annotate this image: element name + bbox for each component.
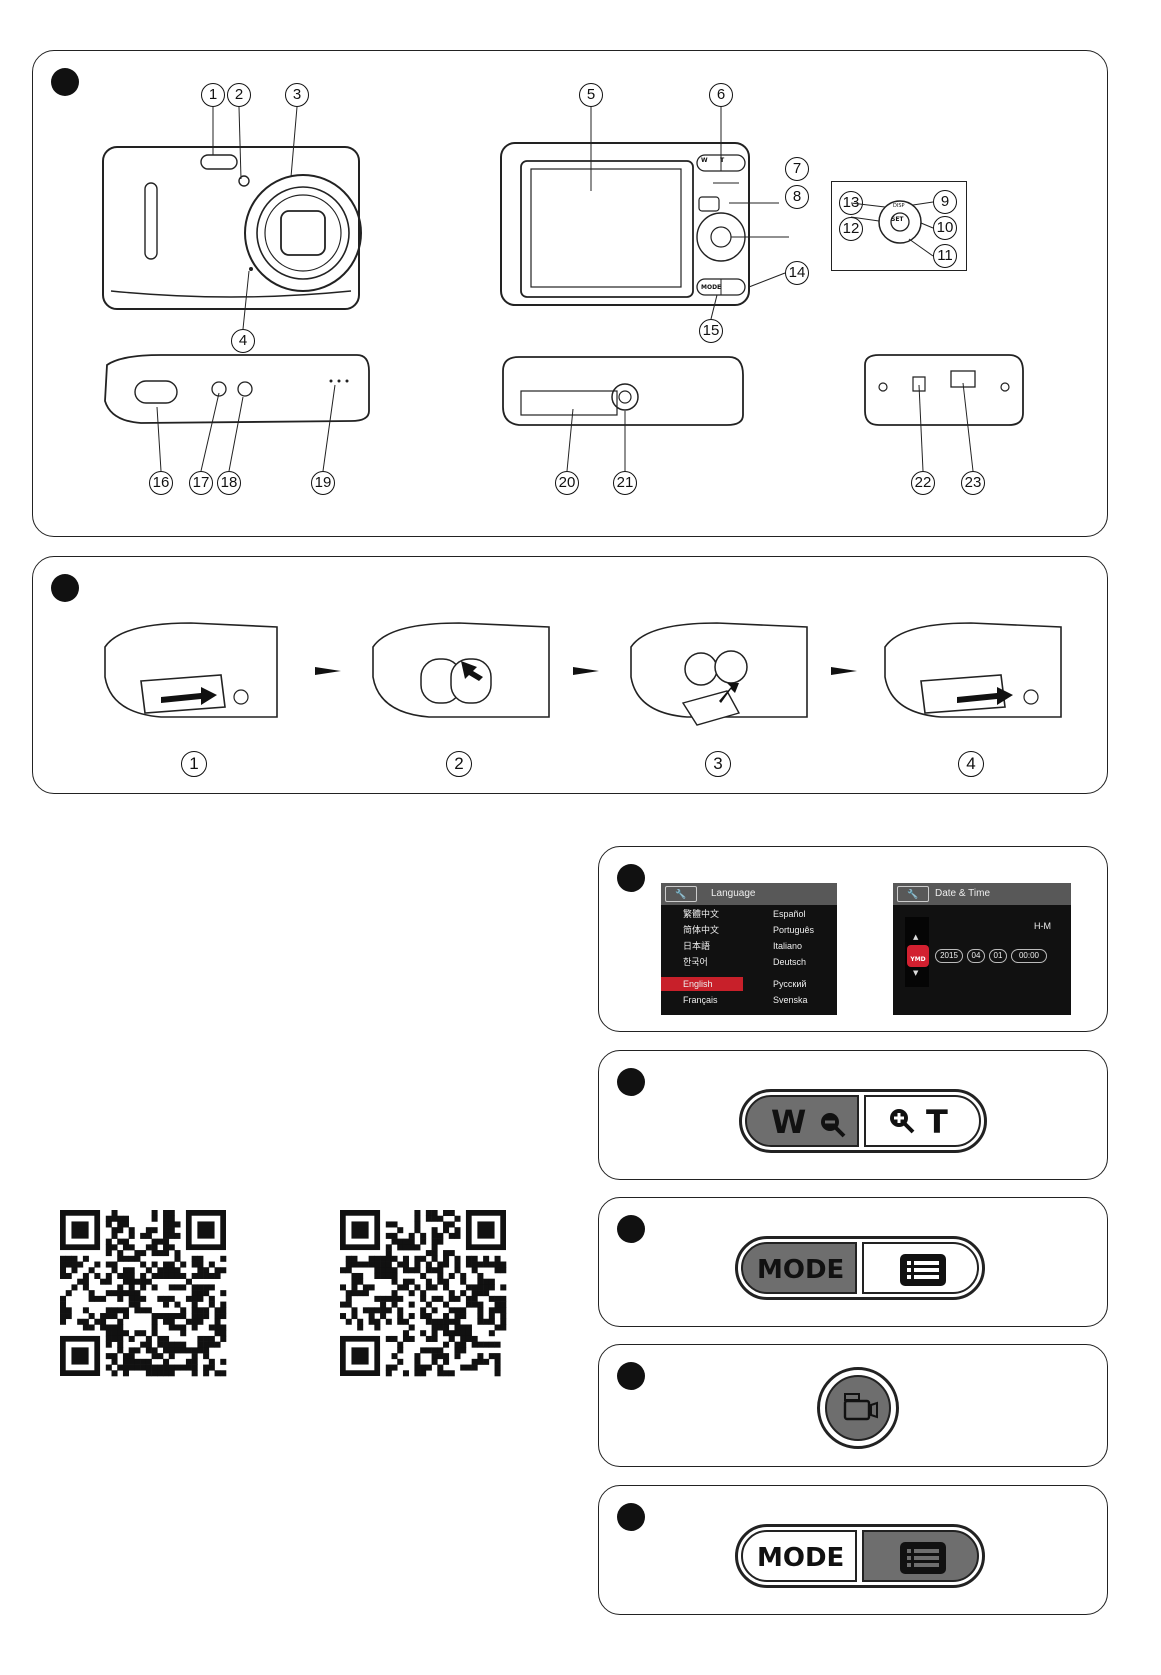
language-option[interactable]: 简体中文 [683, 923, 719, 937]
language-option-selected[interactable]: English [683, 977, 713, 991]
arrow-icon [573, 665, 599, 677]
language-screen-title: Language [711, 883, 756, 905]
zoom-button: W T [739, 1089, 987, 1153]
language-option[interactable]: Português [773, 923, 814, 937]
step-number-3: 3 [705, 751, 731, 777]
mode-button-label: MODE [757, 1543, 844, 1573]
zoom-wide-label: W [771, 1103, 806, 1141]
mode-menu-button: MODE [735, 1524, 985, 1588]
menu-button[interactable] [862, 1530, 979, 1582]
mode-button-label: MODE [757, 1255, 844, 1285]
panel-zoom: W T [598, 1050, 1108, 1180]
step-3-illustration [627, 617, 807, 725]
arrow-icon [315, 665, 341, 677]
mode-button[interactable]: MODE [741, 1242, 857, 1294]
menu-button[interactable] [862, 1242, 979, 1294]
zoom-tele-button[interactable]: T [864, 1095, 981, 1147]
section-marker [617, 1068, 645, 1096]
panel-mode-menu-b: MODE [598, 1485, 1108, 1615]
panel-initial-settings: 🔧 Language 繁體中文 简体中文 日本語 한국어 English Fra… [598, 846, 1108, 1032]
leader-lines [33, 51, 1109, 538]
language-option[interactable]: 한국어 [683, 955, 708, 969]
step-number-2: 2 [446, 751, 472, 777]
zoom-out-icon [819, 1111, 847, 1139]
menu-list-icon [900, 1254, 946, 1286]
language-option[interactable]: Español [773, 907, 806, 921]
language-option[interactable]: Deutsch [773, 955, 806, 969]
language-option[interactable]: Français [683, 993, 718, 1007]
time-field[interactable]: 00:00 [1011, 949, 1047, 963]
mode-menu-button: MODE [735, 1236, 985, 1300]
zoom-tele-label: T [926, 1103, 948, 1141]
section-marker [617, 1362, 645, 1390]
zoom-wide-button[interactable]: W [745, 1095, 859, 1147]
language-screen: 🔧 Language 繁體中文 简体中文 日本語 한국어 English Fra… [661, 883, 837, 1015]
language-screen-header: 🔧 Language [661, 883, 837, 905]
menu-list-icon [900, 1542, 946, 1574]
section-marker [617, 864, 645, 892]
date-field-year[interactable]: 2015 [935, 949, 963, 963]
step-number-1: 1 [181, 751, 207, 777]
step-2-illustration [369, 617, 549, 725]
language-option[interactable]: Русский [773, 977, 806, 991]
down-arrow-icon: ▼ [913, 969, 918, 977]
date-field-day[interactable]: 01 [989, 949, 1007, 963]
panel-battery-install: 1 2 3 4 [32, 556, 1108, 794]
panel-mode-menu-a: MODE [598, 1197, 1108, 1327]
date-time-screen-title: Date & Time [935, 883, 990, 905]
video-camera-icon [841, 1393, 881, 1423]
qr-code-left [60, 1210, 226, 1376]
wrench-icon: 🔧 [665, 886, 697, 902]
wrench-icon: 🔧 [897, 886, 929, 902]
language-option[interactable]: Italiano [773, 939, 802, 953]
section-marker [617, 1503, 645, 1531]
arrow-icon [831, 665, 857, 677]
up-arrow-icon: ▲ [913, 933, 918, 941]
time-format-label: H-M [1034, 921, 1051, 931]
step-1-illustration [101, 617, 277, 725]
date-time-screen: 🔧 Date & Time H-M ▲ YMD ▼ 2015 04 01 00:… [893, 883, 1071, 1015]
section-marker [617, 1215, 645, 1243]
qr-code-right [340, 1210, 506, 1376]
video-record-button[interactable] [817, 1367, 899, 1449]
zoom-in-icon [888, 1107, 916, 1135]
date-time-screen-header: 🔧 Date & Time [893, 883, 1071, 905]
language-option[interactable]: 繁體中文 [683, 907, 719, 921]
language-option[interactable]: 日本語 [683, 939, 710, 953]
mode-button[interactable]: MODE [741, 1530, 857, 1582]
language-option[interactable]: Svenska [773, 993, 808, 1007]
section-marker [51, 574, 79, 602]
date-field-month[interactable]: 04 [967, 949, 985, 963]
step-4-illustration [881, 617, 1061, 725]
step-number-4: 4 [958, 751, 984, 777]
date-format-badge[interactable]: YMD [907, 945, 929, 967]
panel-camera-overview: W T MODE SET DISP 1 2 3 4 5 6 7 8 9 10 1… [32, 50, 1108, 537]
panel-video-record [598, 1344, 1108, 1467]
video-record-button-face [825, 1375, 891, 1441]
